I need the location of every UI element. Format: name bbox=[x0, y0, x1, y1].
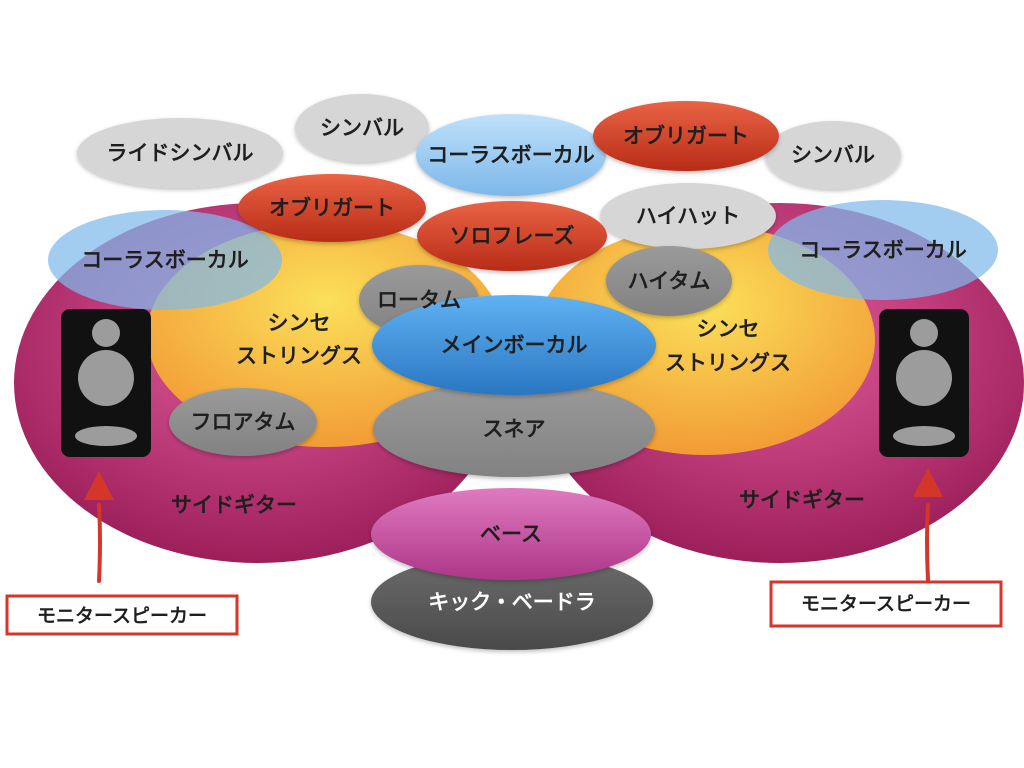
monitor-right-arrow bbox=[913, 468, 943, 582]
cymbal-right-zone bbox=[765, 121, 901, 189]
floor-tom-label: フロアタム bbox=[191, 410, 296, 434]
chorus-vocal-right-label: コーラスボーカル bbox=[799, 238, 967, 262]
chorus-vocal-center-zone bbox=[416, 114, 606, 196]
cymbal-right-label: シンバル bbox=[791, 143, 875, 167]
solo-phrase-label: ソロフレーズ bbox=[450, 224, 575, 248]
cymbal-left-label: シンバル bbox=[320, 116, 404, 140]
bass-label: ベース bbox=[480, 522, 542, 546]
solo-phrase-zone bbox=[417, 201, 607, 271]
bass-zone bbox=[371, 488, 651, 580]
chorus-vocal-left-zone bbox=[48, 210, 282, 310]
snare-label: スネア bbox=[483, 417, 546, 441]
snare-zone bbox=[373, 381, 655, 477]
chorus-vocal-right-zone bbox=[768, 200, 998, 300]
synth-strings-right-label-line2: ストリングス bbox=[665, 351, 791, 375]
side-guitar-left-label: サイドギター bbox=[171, 493, 297, 517]
speaker-left-icon bbox=[61, 309, 151, 457]
kick-zone bbox=[371, 554, 653, 650]
synth-strings-left-label-line2: ストリングス bbox=[236, 344, 362, 368]
high-tom-zone bbox=[606, 246, 732, 316]
monitor-right-label: モニタースピーカー bbox=[801, 593, 971, 615]
hihat-zone bbox=[600, 183, 776, 249]
main-vocal-label: メインボーカル bbox=[441, 333, 588, 357]
synth-strings-right-label-line1: シンセ bbox=[697, 317, 760, 341]
floor-tom-zone bbox=[169, 388, 317, 456]
chorus-vocal-left-label: コーラスボーカル bbox=[81, 248, 249, 272]
obligato-left-label: オブリガート bbox=[269, 196, 395, 220]
kick-label: キック・ベードラ bbox=[428, 590, 596, 614]
monitor-left-label: モニタースピーカー bbox=[37, 605, 207, 627]
obligato-top-zone bbox=[593, 101, 779, 171]
ride-cymbal-label: ライドシンバル bbox=[107, 141, 254, 165]
monitor-right-callout: モニタースピーカー bbox=[769, 580, 1003, 628]
main-vocal-zone bbox=[372, 295, 656, 395]
monitor-left-callout: モニタースピーカー bbox=[5, 594, 239, 636]
high-tom-label: ハイタム bbox=[628, 269, 711, 293]
synth-strings-left-label-line1: シンセ bbox=[268, 311, 331, 335]
speaker-right-icon bbox=[879, 309, 969, 457]
chorus-vocal-center-label: コーラスボーカル bbox=[427, 143, 595, 167]
obligato-top-label: オブリガート bbox=[623, 124, 749, 148]
monitor-left-arrow bbox=[84, 471, 114, 583]
cymbal-left-zone bbox=[295, 94, 429, 162]
hihat-label: ハイハット bbox=[636, 204, 740, 228]
obligato-left-zone bbox=[238, 174, 426, 242]
ride-cymbal-zone bbox=[77, 118, 283, 188]
low-tom-label: ロータム bbox=[377, 288, 461, 312]
side-guitar-right-label: サイドギター bbox=[739, 488, 865, 512]
